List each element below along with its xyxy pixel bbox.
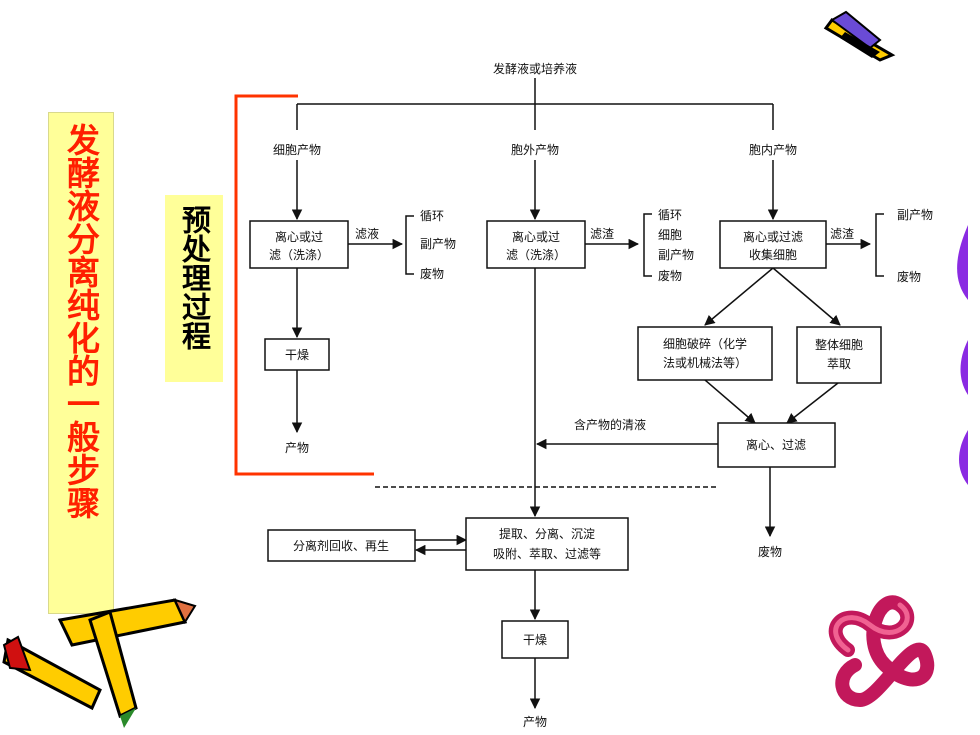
pretreatment-bracket bbox=[234, 94, 374, 476]
extraction-line1: 提取、分离、沉淀 bbox=[499, 526, 595, 541]
cell-product-label: 细胞产物 bbox=[273, 143, 321, 157]
dry-2-label: 干燥 bbox=[523, 633, 547, 647]
recovery-box bbox=[267, 529, 416, 562]
centrifuge-3-line2: 收集细胞 bbox=[749, 247, 797, 262]
disrupt-line2: 法或机械法等） bbox=[663, 355, 747, 370]
source-label: 发酵液或培养液 bbox=[493, 61, 577, 76]
decorative-purple-edge bbox=[957, 225, 968, 485]
pretreat-title-banner: 预处理过程 bbox=[165, 195, 223, 382]
waste-4-label: 废物 bbox=[758, 544, 782, 559]
connectors bbox=[291, 78, 884, 710]
filtrate-label: 滤液 bbox=[355, 226, 379, 241]
knot-logo-icon bbox=[828, 595, 935, 708]
out2-item: 循环 bbox=[658, 208, 682, 222]
pencil-icon-top-right bbox=[823, 10, 896, 62]
out1-item: 循环 bbox=[420, 209, 444, 223]
extracellular-label: 胞外产物 bbox=[511, 143, 559, 157]
side-title: 发酵液分离纯化的一般步骤 bbox=[61, 123, 101, 519]
pretreat-title: 预处理过程 bbox=[177, 205, 212, 350]
centrifuge-4-label: 离心、过滤 bbox=[746, 437, 806, 452]
residue-label-3: 滤渣 bbox=[830, 227, 854, 241]
cell-disruption-box bbox=[637, 326, 773, 381]
centrifuge-box-4 bbox=[717, 422, 836, 468]
out3-item: 副产物 bbox=[897, 208, 933, 222]
whole-cell-line1: 整体细胞 bbox=[815, 337, 863, 352]
supernatant-label: 含产物的清液 bbox=[574, 417, 646, 432]
product-2-label: 产物 bbox=[523, 715, 547, 729]
out2-item: 细胞 bbox=[658, 228, 682, 242]
centrifuge-2-line2: 滤（洗涤） bbox=[506, 248, 566, 262]
out1-item: 副产物 bbox=[420, 237, 456, 251]
out2-item: 副产物 bbox=[658, 248, 694, 262]
out1-item: 废物 bbox=[420, 266, 444, 281]
extraction-line2: 吸附、萃取、过滤等 bbox=[493, 547, 601, 561]
centrifuge-2-line1: 离心或过 bbox=[512, 229, 560, 244]
product-1-label: 产物 bbox=[285, 441, 309, 455]
dry-1-label: 干燥 bbox=[285, 348, 309, 362]
centrifuge-1-line1: 离心或过 bbox=[275, 229, 323, 244]
centrifuge-box-1 bbox=[249, 220, 349, 269]
whole-cell-line2: 萃取 bbox=[827, 357, 851, 371]
side-title-banner: 发酵液分离纯化的一般步骤 bbox=[48, 112, 114, 614]
disrupt-line1: 细胞破碎（化学 bbox=[663, 336, 747, 351]
centrifuge-box-3 bbox=[719, 220, 827, 269]
recovery-label: 分离剂回收、再生 bbox=[293, 538, 389, 553]
residue-label-2: 滤渣 bbox=[590, 227, 614, 241]
pencil-icon-bottom-left bbox=[2, 598, 197, 728]
intracellular-label: 胞内产物 bbox=[749, 143, 797, 157]
centrifuge-box-2 bbox=[486, 220, 586, 269]
extraction-box bbox=[465, 517, 629, 571]
centrifuge-1-line2: 滤（洗涤） bbox=[269, 248, 329, 262]
whole-cell-box bbox=[796, 326, 882, 384]
out2-item: 废物 bbox=[658, 268, 682, 283]
out3-item: 废物 bbox=[897, 269, 921, 284]
dry-box-2 bbox=[501, 620, 569, 659]
dry-box-1 bbox=[264, 338, 330, 371]
centrifuge-3-line1: 离心或过滤 bbox=[743, 229, 803, 244]
